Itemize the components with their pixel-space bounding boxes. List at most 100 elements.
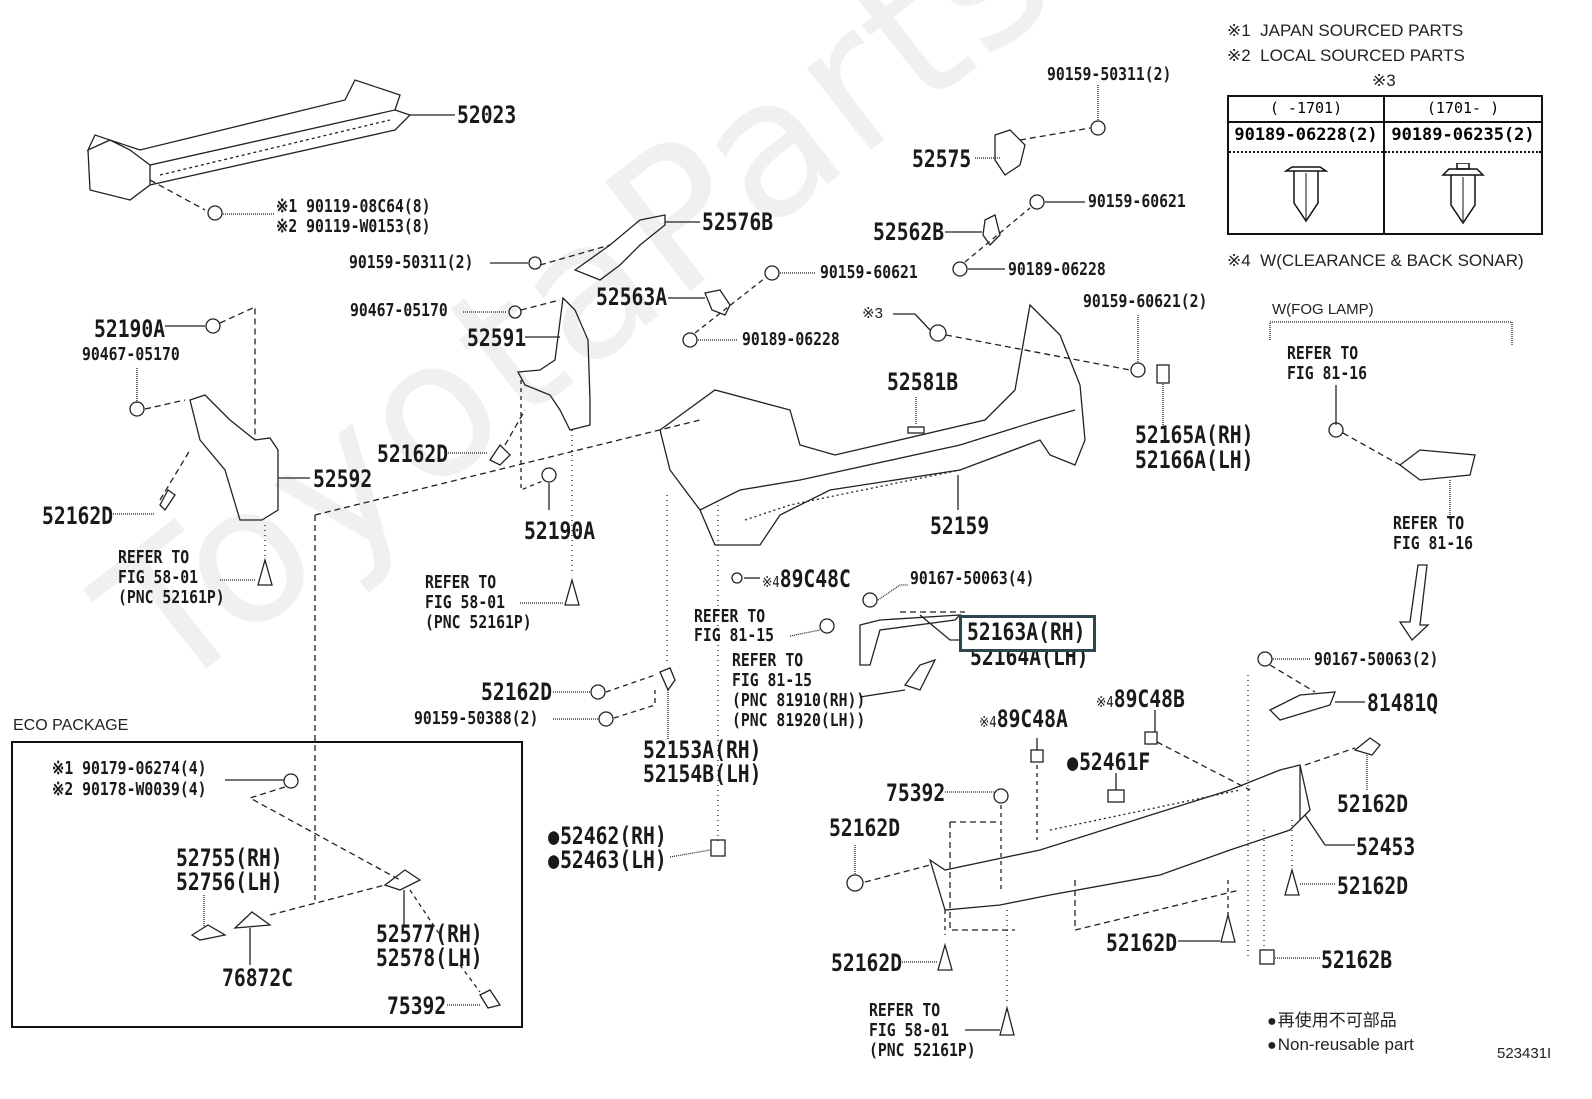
part-label-52023[interactable]: 52023	[457, 101, 517, 129]
part-label-52581b[interactable]: 52581B	[887, 368, 959, 396]
refer-fig-81-16-b-line2[interactable]: FIG 81-16	[1393, 533, 1473, 554]
part-label-90189-06228-right[interactable]: 90189-06228	[1008, 259, 1106, 280]
refer-fig-58-01-bottom-line2[interactable]: FIG 58-01	[869, 1020, 949, 1041]
clip-capped-icon	[1441, 163, 1485, 225]
refer-fig-58-01-mid-line3: (PNC 52161P)	[425, 612, 532, 633]
refer-fig-81-15-b-line1: REFER TO	[732, 650, 804, 671]
refer-fig-58-01-left-line2[interactable]: FIG 58-01	[118, 567, 198, 588]
part-label-52153a-rh[interactable]: 52153A(RH)	[643, 736, 762, 764]
part-label-89c48b[interactable]: ※489C48B	[1096, 687, 1185, 711]
part-label-52165a-rh[interactable]: 52165A(RH)	[1135, 421, 1254, 449]
part-label-52190a-mid[interactable]: 52190A	[524, 517, 596, 545]
part-label-89c48a[interactable]: ※489C48A	[979, 707, 1068, 731]
eco-part-label-52578-lh[interactable]: 52578(LH)	[376, 944, 483, 972]
table-column: ( -1701) 90189-06228(2)	[1229, 97, 1385, 233]
bumper-cover-52159-part	[659, 303, 1086, 546]
part-label-90467-05170-left[interactable]: 90467-05170	[82, 344, 180, 365]
part-label-52162d-mid[interactable]: 52162D	[377, 440, 449, 468]
eco-part-label-76872c[interactable]: 76872C	[222, 964, 294, 992]
part-label-90119-08c64[interactable]: ※1 90119-08C64(8)	[276, 196, 431, 217]
part-label-90159-60621-mid[interactable]: 90159-60621	[820, 262, 918, 283]
part-label-90159-60621-right[interactable]: 90159-60621	[1088, 191, 1186, 212]
part-label-89c48c[interactable]: ※489C48C	[762, 567, 851, 591]
part-label-90159-50311-left[interactable]: 90159-50311(2)	[349, 252, 474, 273]
part-label-90189-06228-mid[interactable]: 90189-06228	[742, 329, 840, 350]
note4-marker: ※4	[762, 573, 780, 591]
part-label-52162d-lower-left[interactable]: 52162D	[829, 814, 901, 842]
refer-fig-58-01-bottom-line1: REFER TO	[869, 1000, 941, 1021]
part-label-52562b[interactable]: 52562B	[873, 218, 945, 246]
part-label-90159-50311-top[interactable]: 90159-50311(2)	[1047, 64, 1172, 85]
refer-fig-81-16-a-line2[interactable]: FIG 81-16	[1287, 363, 1367, 384]
legend-note-1: ※1 JAPAN SOURCED PARTS	[1227, 22, 1463, 39]
part-label-52463-lh-nonreusable[interactable]: 52463(LH)	[548, 848, 667, 873]
part-label-52159[interactable]: 52159	[930, 512, 990, 540]
note4-marker: ※4	[979, 713, 997, 731]
part-label-52462-rh-nonreusable[interactable]: 52462(RH)	[548, 824, 667, 849]
part-label-90167-50063-4[interactable]: 90167-50063(4)	[910, 568, 1035, 589]
eco-part-label-52756-lh[interactable]: 52756(LH)	[176, 868, 283, 896]
part-number: 89C48C	[779, 565, 851, 593]
part-label-52453[interactable]: 52453	[1356, 833, 1416, 861]
part-label-52162d-right-lower[interactable]: 52162D	[1337, 872, 1409, 900]
date-range: ( -1701)	[1229, 99, 1383, 123]
note-marker: ※2	[1227, 46, 1251, 65]
part-label-52575[interactable]: 52575	[912, 145, 972, 173]
part-label-52162d-right-upper[interactable]: 52162D	[1337, 790, 1409, 818]
part-label-52162b[interactable]: 52162B	[1321, 946, 1393, 974]
part-number[interactable]: 90189-06235(2)	[1385, 125, 1541, 153]
part-label-52461f-nonreusable[interactable]: 52461F	[1067, 750, 1150, 775]
part-number: 89C48A	[996, 705, 1068, 733]
part-label-90119-w0153[interactable]: ※2 90119-W0153(8)	[276, 216, 431, 237]
part-label-90167-50063-2[interactable]: 90167-50063(2)	[1314, 649, 1439, 670]
eco-package-box	[11, 741, 523, 1028]
retainer-52592-part	[189, 394, 279, 521]
nonreusable-legend-en: Non-reusable part	[1267, 1036, 1414, 1053]
eco-part-label-90179-06274[interactable]: ※1 90179-06274(4)	[52, 758, 207, 779]
part-label-52190a-left[interactable]: 52190A	[94, 315, 166, 343]
part-label-90159-60621-2[interactable]: 90159-60621(2)	[1083, 291, 1208, 312]
part-label-52163a-rh-highlighted[interactable]: 52163A(RH)	[967, 618, 1086, 646]
eco-part-label-90178-w0039[interactable]: ※2 90178-W0039(4)	[52, 779, 207, 800]
nonreusable-legend-jp: 再使用不可部品	[1267, 1012, 1397, 1029]
refer-fig-58-01-mid-line2[interactable]: FIG 58-01	[425, 592, 505, 613]
part-label-52576b[interactable]: 52576B	[702, 208, 774, 236]
refer-fig-81-15-b-line3: (PNC 81910(RH))	[732, 690, 866, 711]
part-label-note3-clip[interactable]: ※3	[862, 305, 883, 322]
refer-fig-81-16-a-line1: REFER TO	[1287, 343, 1359, 364]
part-label-81481q[interactable]: 81481Q	[1367, 689, 1439, 717]
part-label-52162d-center[interactable]: 52162D	[481, 678, 553, 706]
refer-fig-81-15-a-line1: REFER TO	[694, 606, 766, 627]
refer-fig-81-15-a-line2[interactable]: FIG 81-15	[694, 625, 774, 646]
part-label-90467-05170-mid[interactable]: 90467-05170	[350, 300, 448, 321]
eco-part-label-52755-rh[interactable]: 52755(RH)	[176, 844, 283, 872]
note-text: LOCAL SOURCED PARTS	[1260, 46, 1465, 65]
refer-fig-81-15-b-line4: (PNC 81920(LH))	[732, 710, 866, 731]
retainer-52591-part	[516, 296, 591, 431]
refer-fig-58-01-mid-line1: REFER TO	[425, 572, 497, 593]
part-label-52162d-left[interactable]: 52162D	[42, 502, 114, 530]
note-marker: ※1	[1227, 21, 1251, 40]
part-label-52592[interactable]: 52592	[313, 465, 373, 493]
table-column: (1701- ) 90189-06235(2)	[1385, 97, 1541, 233]
part-label-52563a[interactable]: 52563A	[596, 283, 668, 311]
part-label-52591[interactable]: 52591	[467, 324, 527, 352]
part-label-52162d-bottom-right[interactable]: 52162D	[1106, 929, 1178, 957]
refer-fig-81-15-b-line2[interactable]: FIG 81-15	[732, 670, 812, 691]
eco-package-section-title: ECO PACKAGE	[13, 717, 129, 734]
part-number[interactable]: 90189-06228(2)	[1229, 125, 1383, 153]
part-number: 89C48B	[1113, 685, 1185, 713]
eco-part-label-52577-rh[interactable]: 52577(RH)	[376, 920, 483, 948]
part-label-52162d-bottom-left[interactable]: 52162D	[831, 949, 903, 977]
part-label-52154b-lh[interactable]: 52154B(LH)	[643, 760, 762, 788]
part-label-75392[interactable]: 75392	[886, 779, 946, 807]
part-label-90159-50388-2[interactable]: 90159-50388(2)	[414, 708, 539, 729]
note4-marker: ※4	[1096, 693, 1114, 711]
refer-fig-81-16-b-line1: REFER TO	[1393, 513, 1465, 534]
part-label-52166a-lh[interactable]: 52166A(LH)	[1135, 446, 1254, 474]
note-text: W(CLEARANCE & BACK SONAR)	[1260, 251, 1524, 270]
eco-part-label-75392[interactable]: 75392	[387, 992, 447, 1020]
highlighted-part-box	[959, 615, 1096, 652]
fog-lamp-section-title: W(FOG LAMP)	[1272, 301, 1374, 318]
